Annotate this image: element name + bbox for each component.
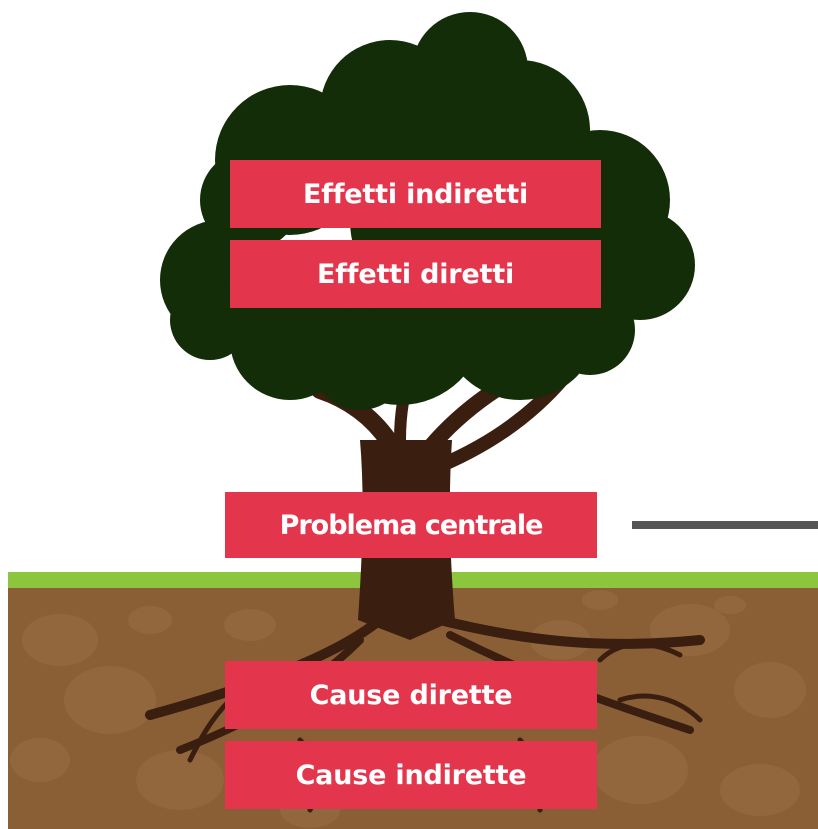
soil-stones bbox=[10, 590, 806, 828]
cause-indirette-label: Cause indirette bbox=[225, 741, 597, 809]
connector-line bbox=[632, 521, 818, 529]
effetti-diretti-label: Effetti diretti bbox=[230, 240, 601, 308]
cause-dirette-label: Cause dirette bbox=[225, 661, 597, 729]
effetti-indiretti-label: Effetti indiretti bbox=[230, 160, 601, 228]
problema-centrale-label: Problema centrale bbox=[225, 492, 597, 558]
